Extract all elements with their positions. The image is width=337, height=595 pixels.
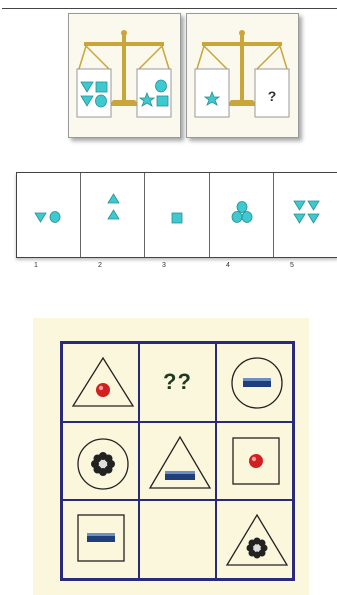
circle-icon [156,80,167,92]
option-number: 4 [218,262,238,269]
option-number: 1 [26,262,46,269]
circle-icon [237,202,247,213]
cell-triangle-with-bar [139,422,216,501]
option-number: 2 [90,262,110,269]
flower-icon [91,452,115,476]
cell-triangle-with-dot [62,343,139,422]
triangle-icon [73,358,133,406]
cell-circle-with-bar [216,343,293,422]
square-icon [157,96,168,106]
balance-card-left [68,13,181,138]
option-1[interactable] [17,173,81,257]
circle-icon [232,212,242,223]
triangle-down-icon [294,201,305,210]
circle-icon [96,95,107,107]
cell-square-with-dot [216,422,293,501]
red-dot-icon [96,383,110,397]
circle-icon [50,212,60,223]
cell-missing: ?? [139,343,216,422]
cell-empty [139,500,216,579]
triangle-down-icon [294,214,305,223]
option-number: 3 [154,262,174,269]
cell-circle-with-flower [62,422,139,501]
triangle-down-icon [308,214,319,223]
square-icon [172,213,182,223]
grid-puzzle: ?? [60,341,295,581]
missing-cell-label: ?? [140,344,215,421]
triangle-down-icon [308,201,319,210]
cell-square-with-bar [62,500,139,579]
flower-icon [247,538,268,559]
balance-card-right: ? [186,13,299,138]
balance-scale-icon [69,14,180,137]
option-5[interactable] [274,173,337,257]
triangle-up-icon [108,194,119,203]
option-3[interactable] [145,173,209,257]
triangle-up-icon [108,210,119,219]
option-2[interactable] [81,173,145,257]
option-number: 5 [282,262,302,269]
option-4[interactable] [210,173,274,257]
circle-icon [242,212,252,223]
triangle-down-icon [35,213,46,222]
answer-options [16,172,337,258]
red-dot-icon [249,454,263,468]
unknown-weight-label: ? [268,88,277,104]
balance-scale-icon: ? [187,14,298,137]
cell-triangle-with-flower [216,500,293,579]
square-icon [96,82,107,92]
top-divider [2,8,337,9]
triangle-icon [150,437,210,488]
